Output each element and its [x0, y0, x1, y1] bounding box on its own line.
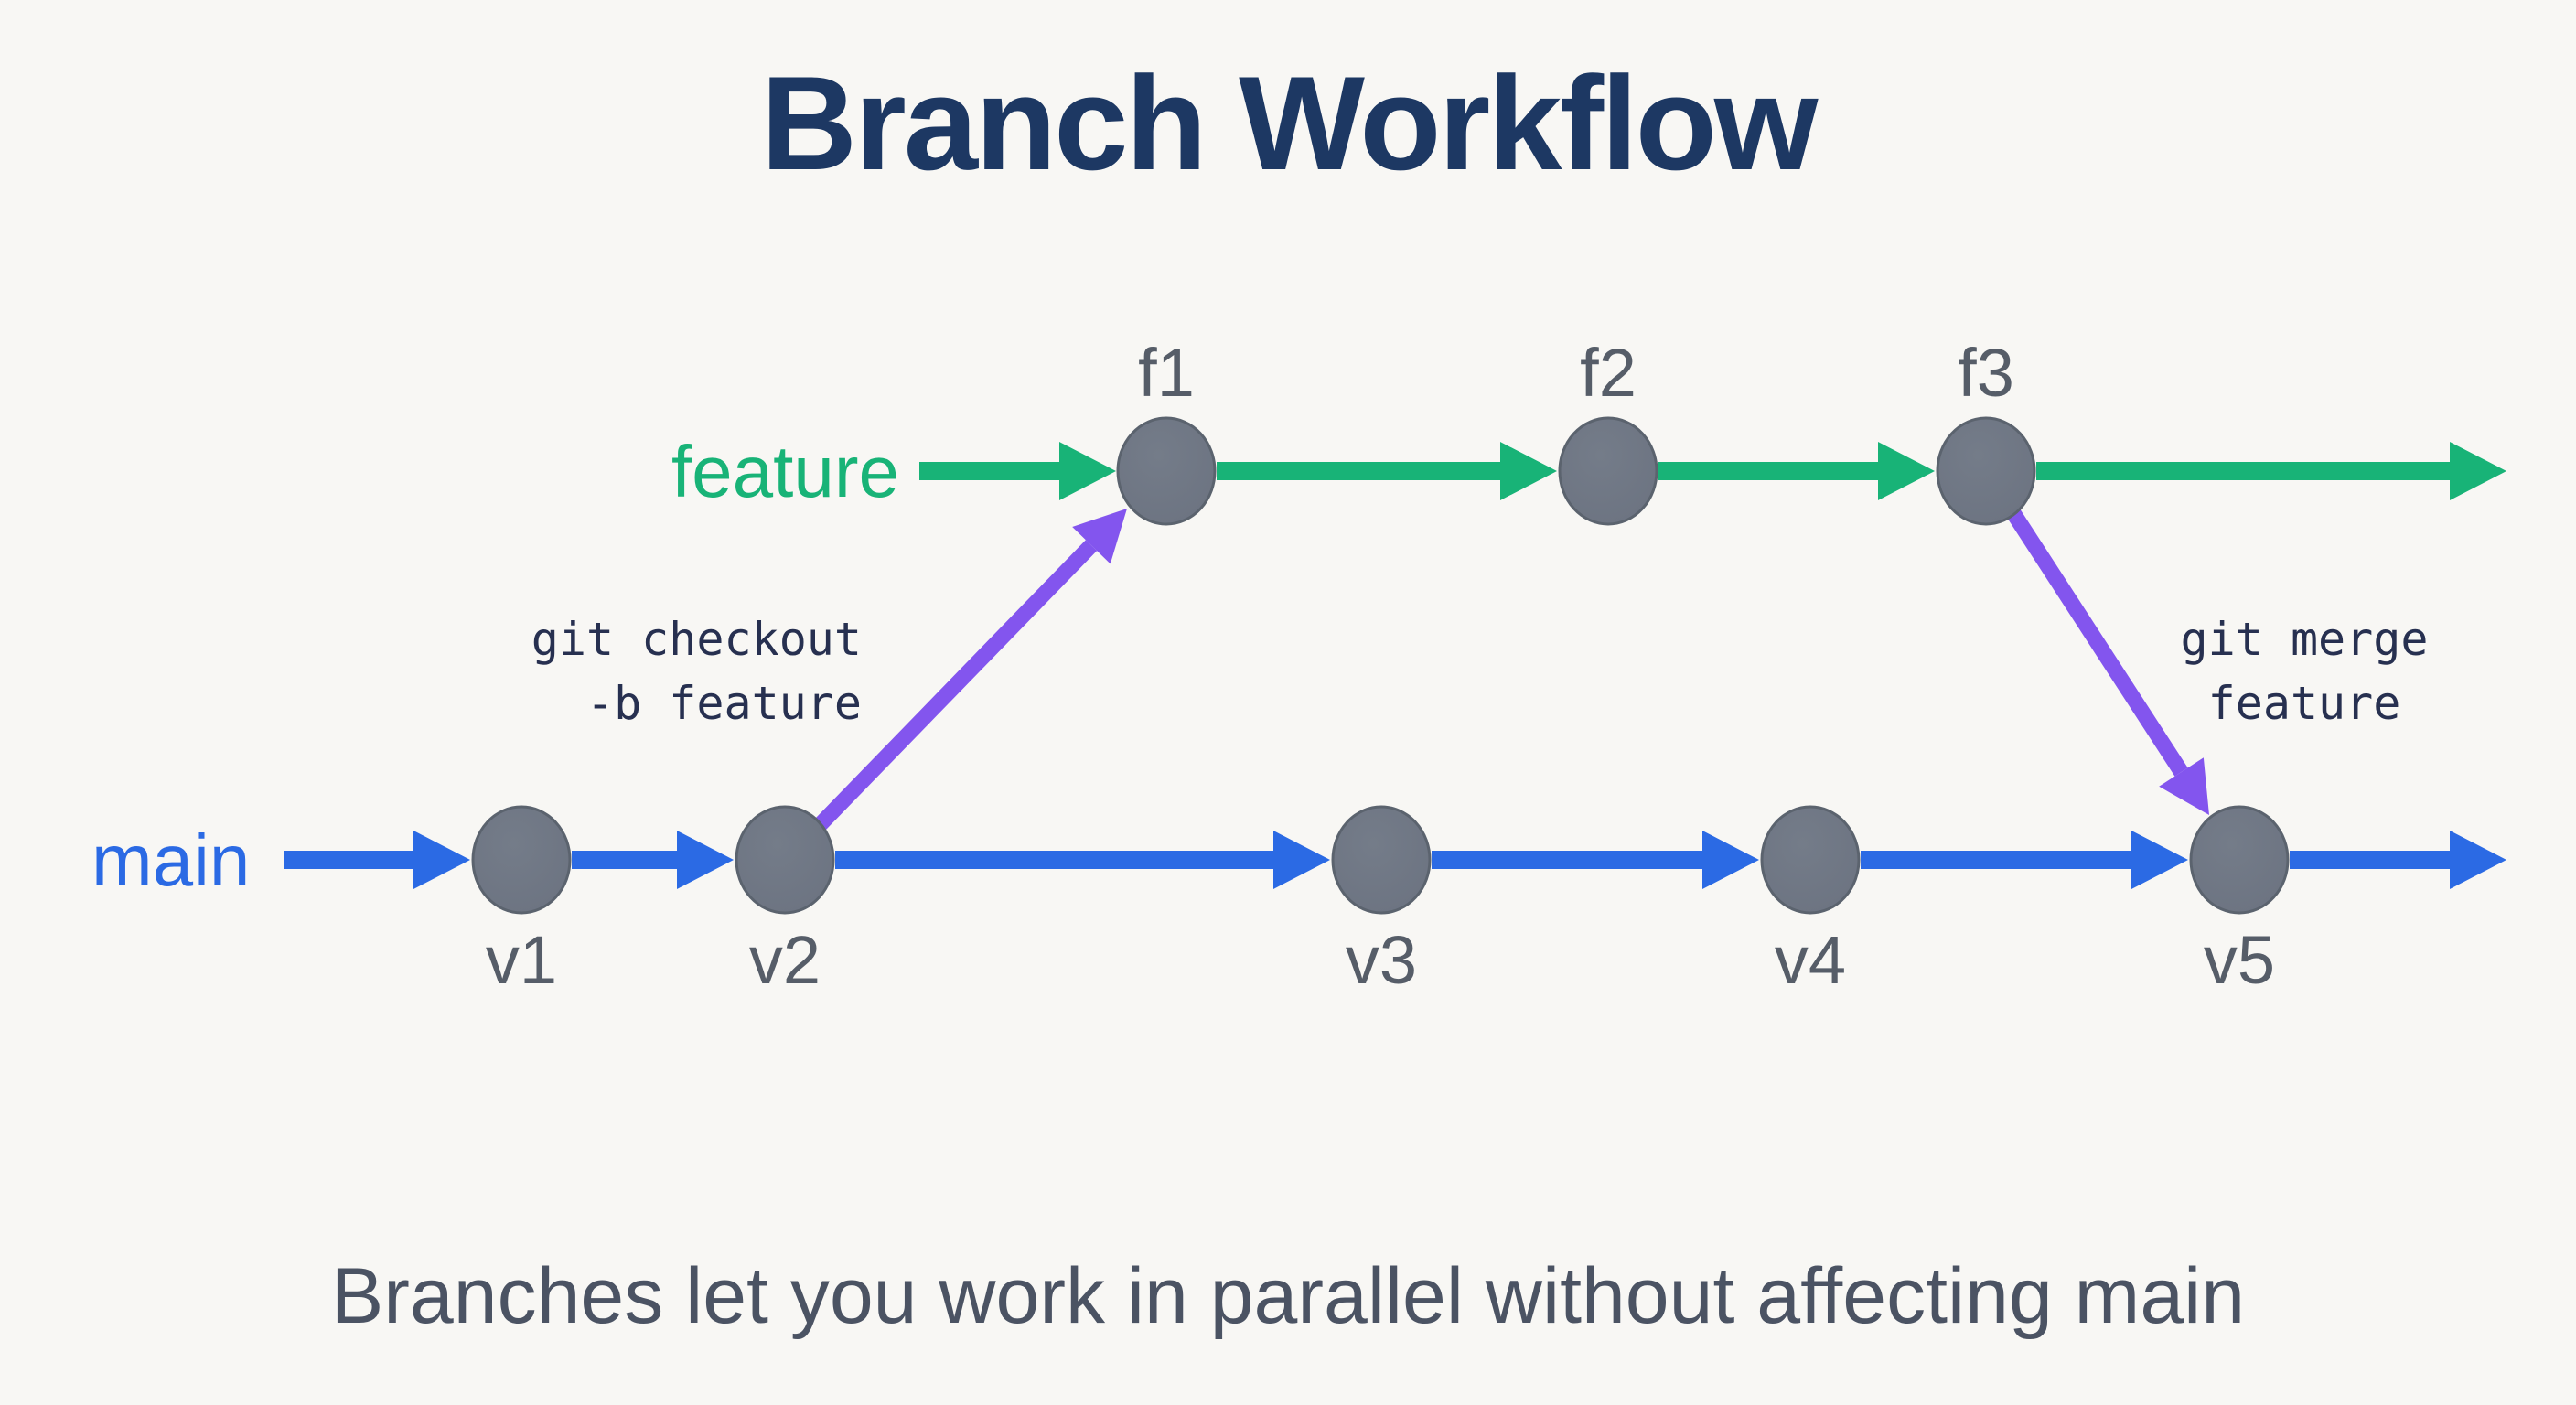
- merge-command-line-1: git merge: [2181, 613, 2429, 666]
- merge-command: git merge feature: [2181, 613, 2429, 730]
- feature-arrow-f2-f3-head: [1878, 442, 1935, 500]
- feature-arrow-start-head: [1059, 442, 1116, 500]
- main-arrow-start: [284, 831, 470, 889]
- merge-branch-arrow: [2006, 509, 2209, 815]
- commit-node-v1: [471, 805, 572, 915]
- commit-label-v3: v3: [1346, 922, 1417, 998]
- main-arrow-v2-v3-head: [1273, 831, 1330, 889]
- main-arrow-v4-v5-head: [2131, 831, 2188, 889]
- commit-node-v3: [1331, 805, 1432, 915]
- main-arrow-end: [2290, 831, 2506, 889]
- commit-label-f3: f3: [1958, 335, 2014, 411]
- main-arrow-start-head: [413, 831, 470, 889]
- checkout-command: git checkout -b feature: [531, 613, 862, 730]
- main-arrow-v1-v2-head: [677, 831, 734, 889]
- commit-node-v4: [1760, 805, 1861, 915]
- commit-node-v2: [735, 805, 835, 915]
- checkout-branch-arrow-head: [1072, 509, 1127, 564]
- merge-branch-arrow-head: [2159, 757, 2209, 815]
- commit-label-f1: f1: [1138, 335, 1195, 411]
- main-arrow-v3-v4: [1432, 831, 1759, 889]
- merge-branch-arrow-shaft: [2006, 509, 2188, 777]
- feature-arrow-f1-f2-head: [1500, 442, 1557, 500]
- commit-label-v5: v5: [2204, 922, 2275, 998]
- feature-arrow-start: [919, 442, 1116, 500]
- commit-label-v4: v4: [1775, 922, 1846, 998]
- commit-node-v5: [2189, 805, 2290, 915]
- checkout-branch-arrow: [814, 509, 1127, 830]
- commit-node-f2: [1558, 416, 1658, 526]
- checkout-command-line-1: git checkout: [531, 613, 862, 666]
- branch-label-main: main: [91, 820, 250, 901]
- page-title: Branch Workflow: [760, 48, 1819, 198]
- main-arrow-v2-v3: [835, 831, 1330, 889]
- commit-label-v1: v1: [486, 922, 557, 998]
- main-arrow-v3-v4-head: [1702, 831, 1759, 889]
- checkout-branch-arrow-shaft: [814, 540, 1098, 830]
- feature-arrow-f2-f3: [1658, 442, 1935, 500]
- main-arrow-end-head: [2450, 831, 2506, 889]
- commit-node-f1: [1116, 416, 1217, 526]
- checkout-command-line-2: -b feature: [586, 677, 862, 730]
- main-arrow-v1-v2: [572, 831, 734, 889]
- main-arrow-v4-v5: [1861, 831, 2188, 889]
- feature-arrow-end: [2036, 442, 2506, 500]
- feature-arrow-end-head: [2450, 442, 2506, 500]
- commit-label-f2: f2: [1580, 335, 1637, 411]
- caption-text: Branches let you work in parallel withou…: [330, 1252, 2246, 1340]
- merge-command-line-2: feature: [2208, 677, 2401, 730]
- commit-node-f3: [1936, 416, 2036, 526]
- branch-label-feature: feature: [671, 431, 899, 512]
- commit-label-v2: v2: [749, 922, 821, 998]
- feature-arrow-f1-f2: [1217, 442, 1557, 500]
